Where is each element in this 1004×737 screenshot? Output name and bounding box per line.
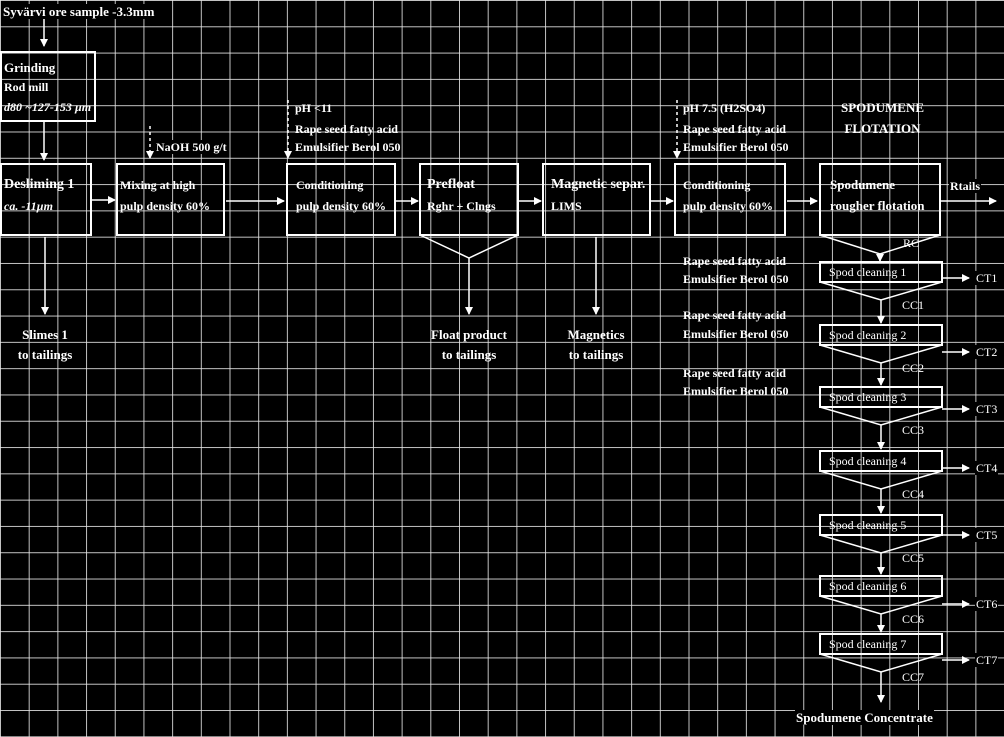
reagents2-ph: pH 7.5 (H2SO4) bbox=[683, 101, 766, 115]
rougher-hopper bbox=[819, 234, 941, 255]
cleaner-tail-5: CT5 bbox=[975, 528, 999, 542]
cleaner-label-4: Spod cleaning 4 bbox=[829, 454, 907, 468]
cleaner-cell-5 bbox=[819, 514, 943, 536]
magnetics-line2: to tailings bbox=[568, 347, 624, 362]
cleaner-cell-6 bbox=[819, 575, 943, 597]
cleaner-tail-3: CT3 bbox=[975, 402, 999, 416]
rtails-label: Rtails bbox=[949, 179, 981, 193]
cleaner-label-3: Spod cleaning 3 bbox=[829, 390, 907, 404]
magnetic-title: Magnetic separ. bbox=[551, 177, 646, 192]
slimes-line2: to tailings bbox=[17, 347, 73, 362]
desliming-cut: ca. -11µm bbox=[4, 199, 53, 213]
cleaner-cell-3 bbox=[819, 386, 943, 408]
reagents1-emulsifier: Emulsifier Berol 050 bbox=[295, 140, 401, 154]
clean2-fatty-acid: Rape seed fatty acid bbox=[683, 308, 786, 322]
desliming-title: Desliming 1 bbox=[4, 177, 75, 192]
cleaner-conc-1: CC1 bbox=[902, 298, 925, 312]
cleaner-label-6: Spod cleaning 6 bbox=[829, 579, 907, 593]
conditioning2-line1: Conditioning bbox=[683, 178, 751, 192]
cleaner-tail-4: CT4 bbox=[975, 461, 999, 475]
rougher-box bbox=[819, 163, 941, 236]
cleaner-cell-4 bbox=[819, 450, 943, 472]
cleaner-conc-4: CC4 bbox=[902, 487, 925, 501]
conditioning2-box bbox=[674, 163, 786, 236]
float-line1: Float product bbox=[431, 327, 507, 342]
cleaner-tail-7: CT7 bbox=[975, 653, 999, 667]
magnetic-box bbox=[542, 163, 651, 236]
cleaner-tail-1: CT1 bbox=[975, 271, 999, 285]
mixing-box bbox=[116, 163, 225, 236]
rougher-line1: Spodumene bbox=[830, 177, 896, 192]
reagents2-fatty-acid: Rape seed fatty acid bbox=[683, 122, 786, 136]
final-product: Spodumene Concentrate bbox=[795, 710, 934, 725]
cleaner-cell-2 bbox=[819, 324, 943, 346]
cleaner-label-2: Spod cleaning 2 bbox=[829, 328, 907, 342]
naoh-reagent: NaOH 500 g/t bbox=[155, 140, 228, 154]
prefloat-stages: Rghr + Clngs bbox=[427, 199, 496, 213]
section-title-line2: FLOTATION bbox=[844, 121, 921, 136]
mixing-line1: Mixing at high bbox=[120, 178, 196, 192]
float-line2: to tailings bbox=[441, 347, 497, 362]
cleaner-conc-2: CC2 bbox=[902, 361, 925, 375]
grinding-d80: d80 ~127-153 µm bbox=[4, 100, 92, 114]
cleaner-tail-6: CT6 bbox=[975, 597, 999, 611]
grinding-mill: Rod mill bbox=[4, 80, 49, 94]
cleaner-conc-6: CC6 bbox=[902, 612, 925, 626]
conditioning1-box bbox=[286, 163, 396, 236]
cleaner-cell-7 bbox=[819, 633, 943, 655]
clean3-fatty-acid: Rape seed fatty acid bbox=[683, 366, 786, 380]
clean1-emulsifier: Emulsifier Berol 050 bbox=[683, 272, 789, 286]
conditioning1-line2: pulp density 60% bbox=[296, 199, 387, 213]
feed-title: Syvärvi ore sample -3.3mm bbox=[2, 4, 156, 19]
reagents1-fatty-acid: Rape seed fatty acid bbox=[295, 122, 398, 136]
rc-label: RC bbox=[903, 236, 920, 250]
conditioning2-line2: pulp density 60% bbox=[683, 199, 774, 213]
cleaner-tail-2: CT2 bbox=[975, 345, 999, 359]
cleaner-conc-7: CC7 bbox=[902, 670, 925, 684]
rougher-line2: rougher flotation bbox=[830, 198, 925, 213]
prefloat-box bbox=[419, 163, 519, 236]
cleaner-conc-5: CC5 bbox=[902, 551, 925, 565]
slimes-line1: Slimes 1 bbox=[22, 327, 68, 342]
clean3-emulsifier: Emulsifier Berol 050 bbox=[683, 384, 789, 398]
magnetic-method: LIMS bbox=[551, 199, 582, 213]
conditioning1-line1: Conditioning bbox=[296, 178, 364, 192]
cleaner-label-7: Spod cleaning 7 bbox=[829, 637, 907, 651]
grinding-box bbox=[0, 51, 96, 122]
cleaner-label-5: Spod cleaning 5 bbox=[829, 518, 907, 532]
prefloat-hopper bbox=[419, 234, 519, 259]
grinding-title: Grinding bbox=[4, 60, 56, 75]
reagents1-ph: pH <11 bbox=[295, 101, 333, 115]
magnetics-line1: Magnetics bbox=[567, 327, 625, 342]
reagents2-emulsifier: Emulsifier Berol 050 bbox=[683, 140, 789, 154]
cleaner-conc-3: CC3 bbox=[902, 423, 925, 437]
cleaner-cell-1 bbox=[819, 261, 943, 283]
mixing-line2: pulp density 60% bbox=[120, 199, 211, 213]
cleaner-label-1: Spod cleaning 1 bbox=[829, 265, 907, 279]
prefloat-title: Prefloat bbox=[427, 177, 475, 192]
clean1-fatty-acid: Rape seed fatty acid bbox=[683, 254, 786, 268]
section-title-line1: SPODUMENE bbox=[840, 100, 925, 115]
clean2-emulsifier: Emulsifier Berol 050 bbox=[683, 327, 789, 341]
